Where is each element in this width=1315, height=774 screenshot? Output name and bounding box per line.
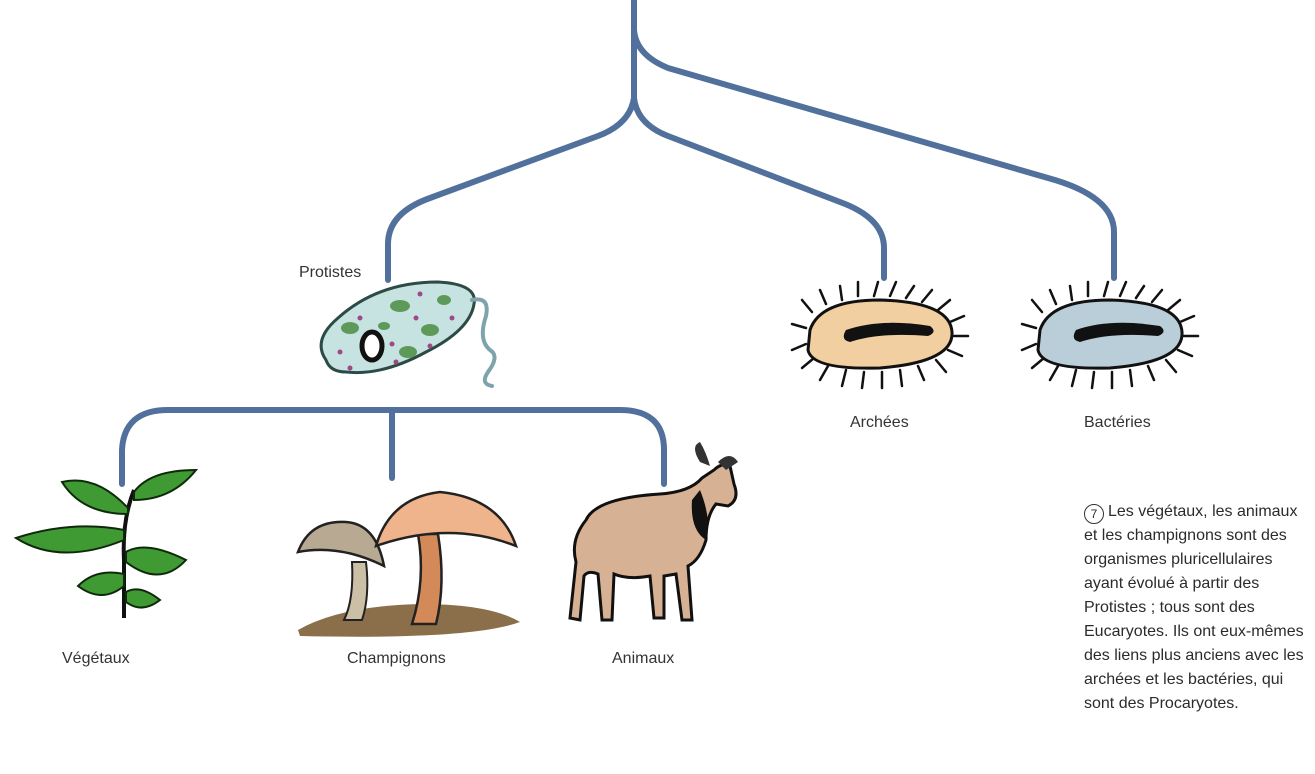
label-bacteries: Bactéries (1084, 414, 1151, 432)
label-vegetaux: Végétaux (62, 650, 130, 668)
label-protistes: Protistes (299, 264, 361, 282)
figure-number: 7 (1084, 504, 1104, 524)
plant-icon (16, 470, 196, 618)
label-archees: Archées (850, 414, 909, 432)
label-champignons: Champignons (347, 650, 446, 668)
trunk-branch (634, 0, 1114, 278)
bacteria-icon (1022, 282, 1198, 388)
protist-branch (388, 98, 634, 280)
mushroom-icon (298, 492, 520, 637)
caption-text: Les végétaux, les animaux et les champig… (1084, 503, 1304, 712)
archaea-icon (792, 282, 968, 388)
goat-icon (570, 442, 738, 620)
paramecium-icon (321, 282, 494, 386)
label-animaux: Animaux (612, 650, 674, 668)
